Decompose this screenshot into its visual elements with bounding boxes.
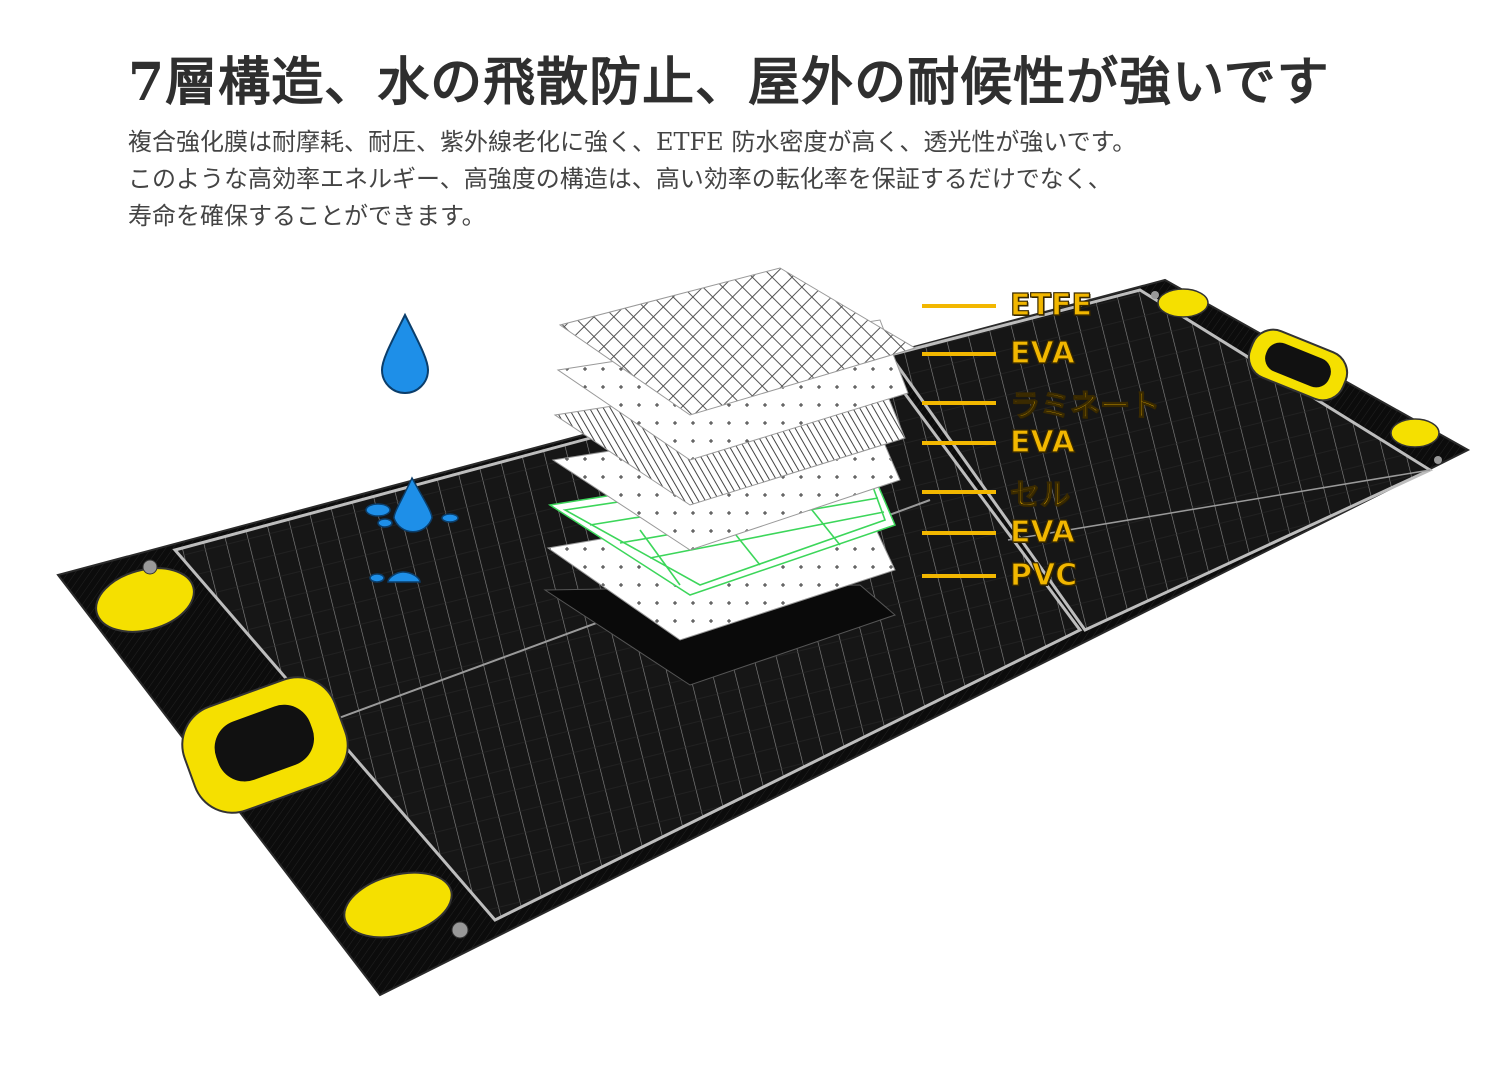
description: 複合強化膜は耐摩耗、耐圧、紫外線老化に強く、ETFE 防水密度が高く、透光性が強…	[128, 124, 1228, 235]
layer-label-eva: EVA	[922, 424, 1076, 461]
layer-label-etfe: ETFE	[922, 287, 1093, 324]
corner-pad	[95, 567, 195, 633]
layer-label-laminate: ラミネート	[922, 381, 1161, 425]
right-handle	[1247, 328, 1349, 402]
corner-pad	[1157, 288, 1209, 318]
layer-label-eva: EVA	[922, 514, 1076, 551]
water-drop-icon	[380, 312, 430, 394]
corner-pad	[343, 871, 453, 939]
layer-label-eva: EVA	[922, 335, 1076, 372]
description-line: このような高効率エネルギー、高強度の構造は、高い効率の転化率を保証するだけでなく…	[128, 165, 1112, 193]
corner-pad	[1390, 418, 1440, 448]
layer-label-pvc: PVC	[922, 557, 1078, 594]
left-handle	[181, 676, 349, 814]
page-title: 7層構造、水の飛散防止、屋外の耐候性が強いです	[128, 52, 1330, 113]
water-splash-icon	[365, 476, 459, 583]
description-line: 複合強化膜は耐摩耗、耐圧、紫外線老化に強く、ETFE 防水密度が高く、透光性が強…	[128, 128, 1137, 156]
description-line: 寿命を確保することができます。	[128, 202, 486, 230]
layer-label-cell: セル	[922, 470, 1071, 514]
layer-etfe	[558, 267, 917, 416]
